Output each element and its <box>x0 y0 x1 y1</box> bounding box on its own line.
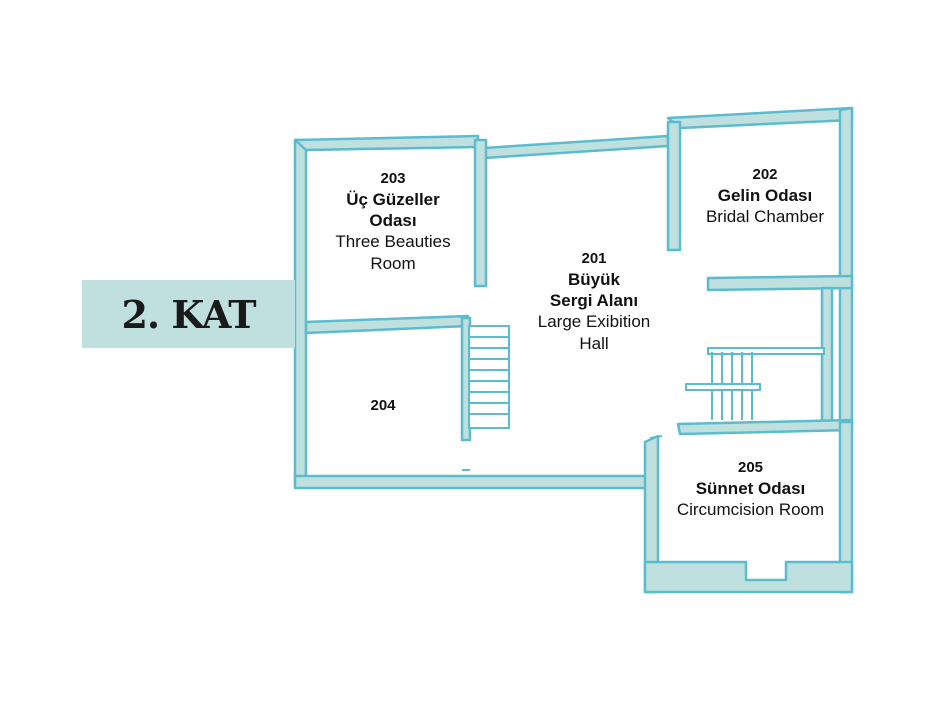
stair-right-rail <box>685 383 761 391</box>
room-number: 202 <box>752 166 778 183</box>
wall-bottom <box>293 474 650 490</box>
floor-label: 2. KAT <box>82 280 295 348</box>
room-name-tr: Sünnet Odası <box>695 478 806 498</box>
room-name-tr: Odası <box>369 211 417 230</box>
room-name-tr: Sergi Alanı <box>549 291 639 310</box>
room-number: 205 <box>737 459 764 476</box>
wall-outer-right-upper <box>838 106 854 424</box>
room-name-en: Hall <box>579 333 609 353</box>
room-number: 204 <box>370 397 396 414</box>
room-name-en: Room <box>370 253 416 273</box>
wall-205-top <box>676 418 854 436</box>
stair-right-landing <box>707 347 825 355</box>
wall-top-left <box>293 134 480 152</box>
wall-top-middle <box>482 134 670 160</box>
wall-205-bottom <box>643 560 854 594</box>
wall-202-201 <box>666 120 682 252</box>
room-number: 201 <box>581 250 607 267</box>
room-202: 202 Gelin Odası Bridal Chamber <box>695 166 835 227</box>
wall-202-bottom <box>706 274 854 292</box>
floor-label-text: 2. KAT <box>121 291 256 337</box>
room-name-tr: Gelin Odası <box>717 185 813 205</box>
wall-top-right <box>666 106 854 130</box>
door-mark <box>649 435 663 439</box>
wall-203-201 <box>473 138 488 288</box>
room-name-en: Large Exibition <box>537 312 651 332</box>
room-name-en: Circumcision Room <box>676 500 825 519</box>
wall-outer-left <box>293 138 308 485</box>
room-name-en: Three Beauties <box>335 232 451 252</box>
room-203: 203 Üç Güzeller Odası Three Beauties Roo… <box>328 170 458 274</box>
stair-left <box>468 325 510 429</box>
wall-203-204 <box>304 314 470 335</box>
room-name-tr: Büyük <box>568 269 620 289</box>
room-name-tr: Üç Güzeller <box>346 189 440 209</box>
room-number: 203 <box>380 170 406 187</box>
room-201: 201 Büyük Sergi Alanı Large Exibition Ha… <box>525 250 663 354</box>
room-205: 205 Sünnet Odası Circumcision Room <box>668 459 833 520</box>
room-name-en: Bridal Chamber <box>705 207 825 226</box>
room-204: 204 <box>353 397 413 416</box>
